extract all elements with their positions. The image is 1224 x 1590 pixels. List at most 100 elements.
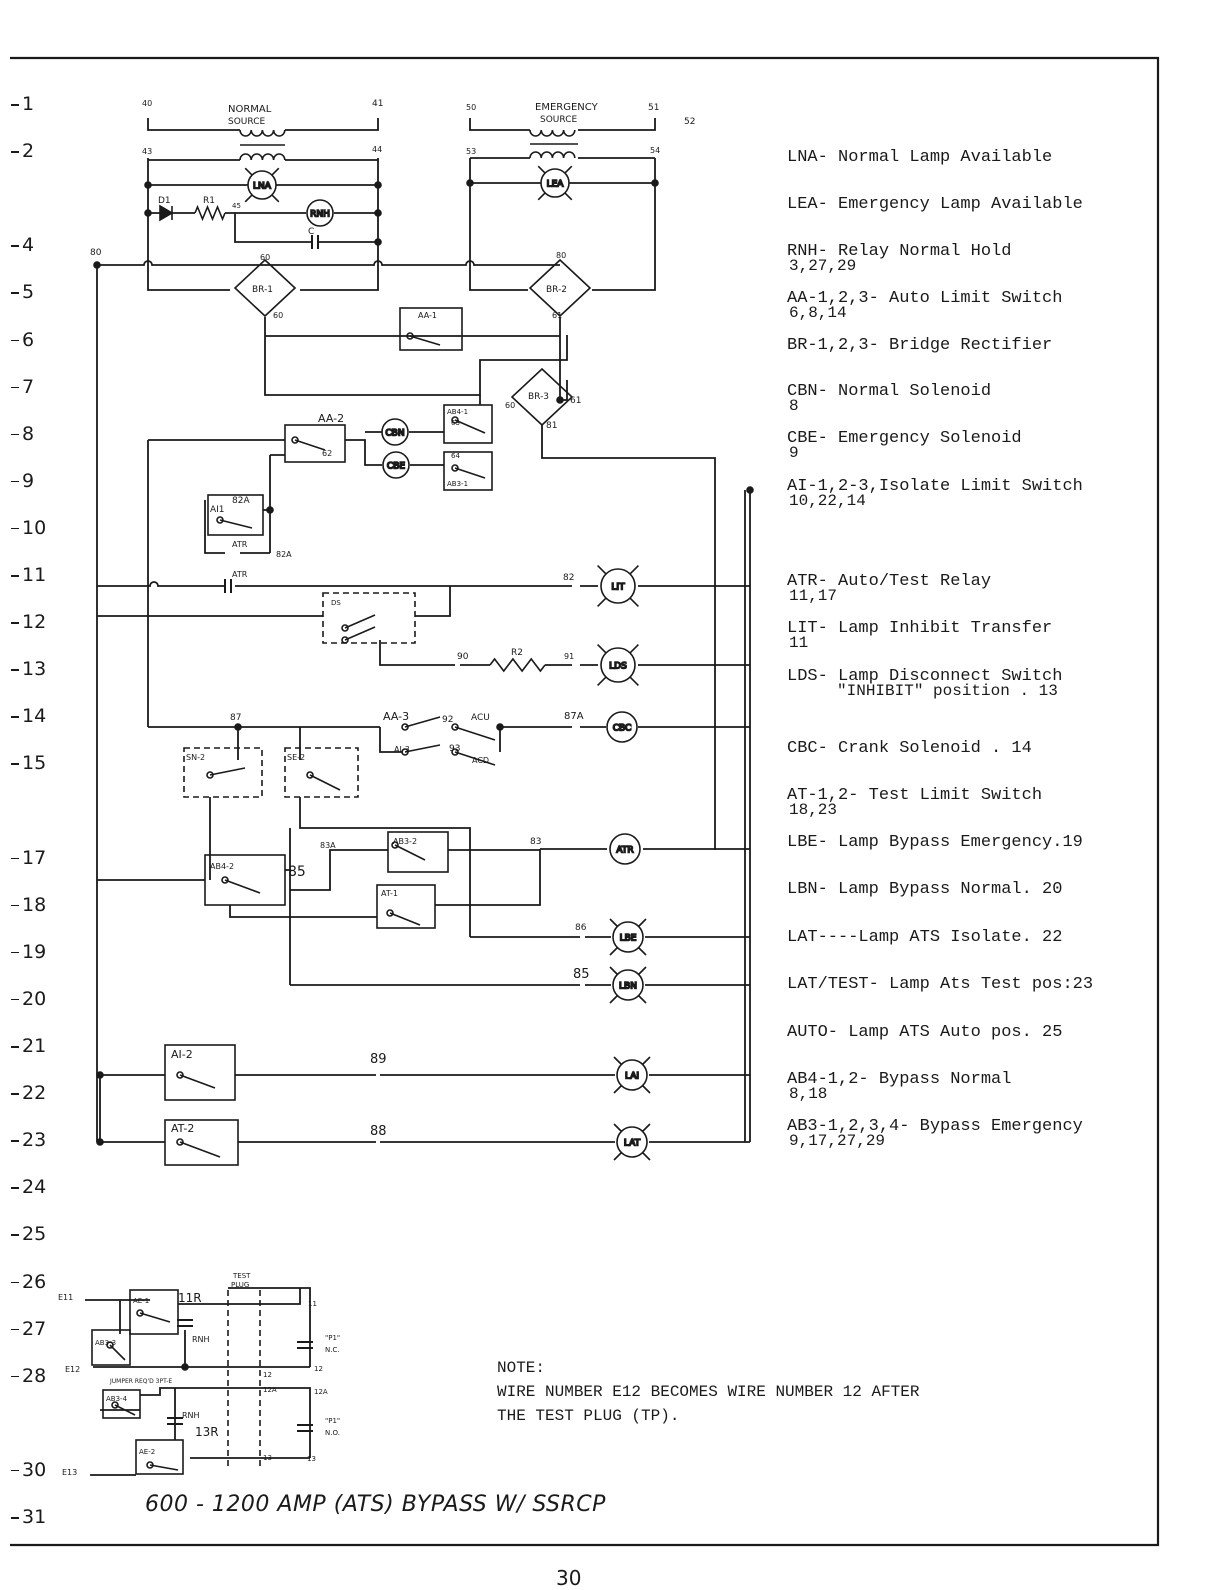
wire-label-e13: E13 [62,1468,77,1477]
legend-item: AUTO- Lamp ATS Auto pos. 25 [787,1023,1063,1042]
wire-label-sn2: SN-2 [186,753,205,762]
legend-text: LBE- Lamp Bypass Emergency.19 [787,833,1083,852]
wire-label-w44: 44 [372,145,382,154]
page-number: 30 [556,1566,582,1590]
dashed-enclosure [322,592,416,644]
terminal [401,723,409,731]
wire-label-normal-source2: SOURCE [228,117,265,127]
junction-dot [374,209,382,217]
row-tick [11,904,19,907]
wire-label-w81: 81 [546,421,557,431]
wire-label-w85: 85 [288,864,306,880]
row-number: 26 [22,1270,47,1293]
wire-label-rnh-c: RNH [182,1411,200,1420]
legend-item: LEA- Emergency Lamp Available [787,196,1083,213]
row-number: 6 [22,328,35,351]
row-number: 23 [22,1129,47,1152]
wire-label-ds: DS [331,599,341,607]
terminal [111,1401,119,1409]
legend-text: LIT- Lamp Inhibit Transfer [787,619,1053,638]
bridge-rectifier-icon [528,258,592,318]
wire-label-w83a: 83A [320,841,336,850]
wire-label-r1: R1 [203,196,215,206]
switch-box [129,1289,179,1335]
wire-label-w53: 53 [466,147,476,156]
terminal [391,841,399,849]
wire-label-nc: N.C. [325,1346,340,1354]
legend-text: AB4-1,2- Bypass Normal [787,1070,1012,1089]
wire-label-w82a: 82A [232,496,250,506]
wire-label-br1: BR-1 [252,285,273,295]
component-label: LBE [620,934,637,944]
switch-blade [344,614,376,629]
terminal [106,1341,114,1349]
wire [229,848,750,918]
wire-label-w91: 91 [564,652,574,661]
switch-box [102,1389,141,1419]
junction-dot [651,179,659,187]
note-line: WIRE NUMBER E12 BECOMES WIRE NUMBER 12 A… [497,1383,920,1401]
wire [147,158,379,291]
wire-label-ab42: AB4-2 [210,862,234,871]
bridge-rectifier-icon [510,367,574,427]
terminal [221,876,229,884]
legend-item: LBE- Lamp Bypass Emergency.19 [787,833,1083,852]
wire-label-se2: SE-2 [287,753,305,762]
lamp-lat: LAT [613,1123,651,1161]
wire-label-w12: 12 [263,1371,272,1379]
row-tick [11,1140,19,1142]
switch-blade [404,744,441,753]
switch-blade [149,1464,179,1471]
legend-text: AUTO- Lamp ATS Auto pos. 25 [787,1023,1063,1042]
legend-refs: 11 [789,634,809,652]
row-number: 22 [22,1082,47,1105]
wire [97,260,560,266]
lamp-lbn: LBN [609,966,647,1004]
wire-label-w92: 92 [442,715,453,725]
wire-label-w82: 82 [563,573,574,583]
legend-text: LDS- Lamp Disconnect Switch [787,667,1063,686]
terminal [216,516,224,524]
legend-text: RNH- Relay Normal Hold [787,242,1012,261]
terminal [341,636,349,644]
legend-refs: 3,27,29 [789,257,857,275]
terminal [386,909,394,917]
terminal [306,771,314,779]
switch-blade [454,419,486,434]
wire [148,431,444,553]
row-tick [11,104,19,106]
wire-label-atr1: ATR [232,540,248,549]
wire-label-aa3: AA-3 [383,710,409,723]
wire-label-e12: E12 [65,1365,80,1374]
wire-label-w82a2: 82A [276,550,292,559]
row-number: 7 [22,375,35,398]
lamp-lit: LIT [597,565,639,607]
wire-label-acd: ACD [472,756,489,765]
legend-text: AI-1,2-3,Isolate Limit Switch [787,477,1083,496]
row-number: 8 [22,422,35,445]
wire-label-w51: 51 [648,103,659,113]
transformer-icon [529,129,578,159]
row-tick [11,1093,19,1095]
wire-label-w90: 90 [457,652,469,662]
row-tick [11,1517,19,1519]
legend-item: LBN- Lamp Bypass Normal. 20 [787,881,1062,898]
wire-label-w86: 86 [575,923,587,933]
junction-dot [556,396,564,404]
lamp-lea: LEA [537,165,573,201]
wire-label-w12a2: 12A [314,1388,328,1396]
wire-label-at1: AT-1 [381,889,398,898]
switch-blade [139,1312,171,1323]
lamp-lds: LDS [597,644,639,686]
wire-label-w93: 93 [449,744,460,754]
legend-text: AT-1,2- Test Limit Switch [787,786,1043,805]
wire [469,118,656,131]
row-tick [11,622,19,624]
wire-label-e11: E11 [58,1293,73,1302]
coil-cbc: CBC [606,711,638,743]
note-heading: NOTE: [497,1359,546,1377]
terminal [341,624,349,632]
wire-label-w13r: 13R [195,1425,219,1439]
